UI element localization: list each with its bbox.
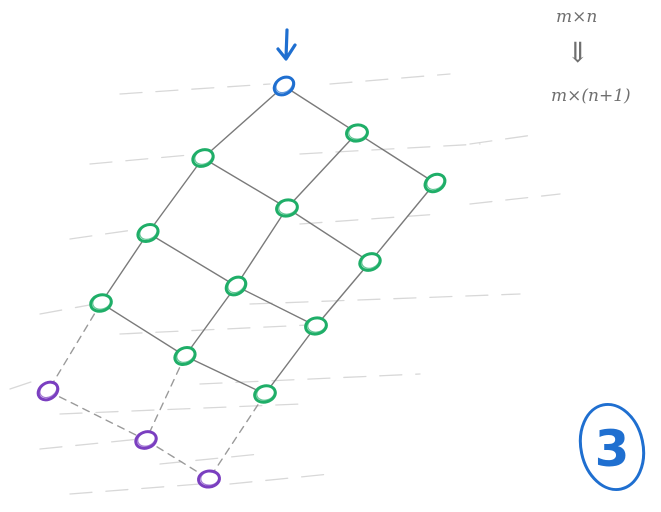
grid-node xyxy=(136,222,160,244)
new-node xyxy=(197,469,221,489)
edge xyxy=(264,325,317,395)
background-dash xyxy=(329,73,451,85)
edges xyxy=(47,85,436,480)
background-dash xyxy=(39,303,96,315)
dashed-edge xyxy=(145,439,210,480)
down-arrow-icon xyxy=(276,28,297,61)
dashed-edge xyxy=(47,390,147,441)
edge xyxy=(369,182,436,263)
edge xyxy=(147,232,237,287)
edge xyxy=(356,132,436,184)
grid-node xyxy=(224,275,248,297)
background-dash xyxy=(39,438,141,450)
new-node xyxy=(36,380,60,402)
background-dash xyxy=(59,403,301,415)
grid-node xyxy=(191,148,215,168)
edge xyxy=(100,302,186,357)
background-dashes xyxy=(9,73,561,495)
dashed-edge xyxy=(208,393,266,480)
badge-number: 3 xyxy=(595,420,630,478)
grid-node xyxy=(345,123,369,143)
background-dash xyxy=(119,83,271,95)
background-dash xyxy=(199,373,421,385)
root-node xyxy=(272,75,296,97)
grid-node xyxy=(89,293,113,313)
edge xyxy=(283,85,358,134)
grid-node xyxy=(423,172,447,194)
new-node xyxy=(134,430,158,450)
grid-node xyxy=(304,316,328,336)
nodes xyxy=(36,75,447,489)
background-dash xyxy=(69,228,141,240)
dashed-edge xyxy=(145,355,186,441)
background-dash xyxy=(249,293,521,305)
grid-node xyxy=(173,345,197,367)
background-dash xyxy=(119,323,331,335)
annotation-arrow: ⇓ xyxy=(566,36,589,69)
edge xyxy=(235,285,317,327)
edge xyxy=(202,157,288,209)
background-dash xyxy=(469,193,561,205)
dashed-edge xyxy=(47,302,102,392)
background-dash xyxy=(299,213,441,225)
step-badge: 3 xyxy=(578,402,646,492)
annotation-line-1: m×n xyxy=(556,7,597,27)
background-dash xyxy=(299,143,481,155)
background-dash xyxy=(69,483,201,495)
background-dash xyxy=(159,453,261,465)
background-dash xyxy=(89,153,201,165)
annotation-line-2: m×(n+1) xyxy=(551,86,631,106)
grid-node xyxy=(358,252,382,272)
edge xyxy=(235,207,288,287)
edge xyxy=(286,132,358,209)
edge xyxy=(286,207,371,263)
edge xyxy=(147,157,204,234)
size-annotation: m×n ⇓ m×(n+1) xyxy=(551,7,631,106)
edge xyxy=(202,85,285,159)
edge xyxy=(184,285,237,357)
edge xyxy=(100,232,149,304)
badge-circle xyxy=(578,402,646,492)
background-dash xyxy=(9,378,41,390)
edge xyxy=(315,261,371,327)
grid-node xyxy=(253,384,277,404)
background-dash xyxy=(469,133,541,145)
background-dash xyxy=(229,473,331,485)
grid-node xyxy=(275,198,299,218)
edge xyxy=(184,355,266,395)
